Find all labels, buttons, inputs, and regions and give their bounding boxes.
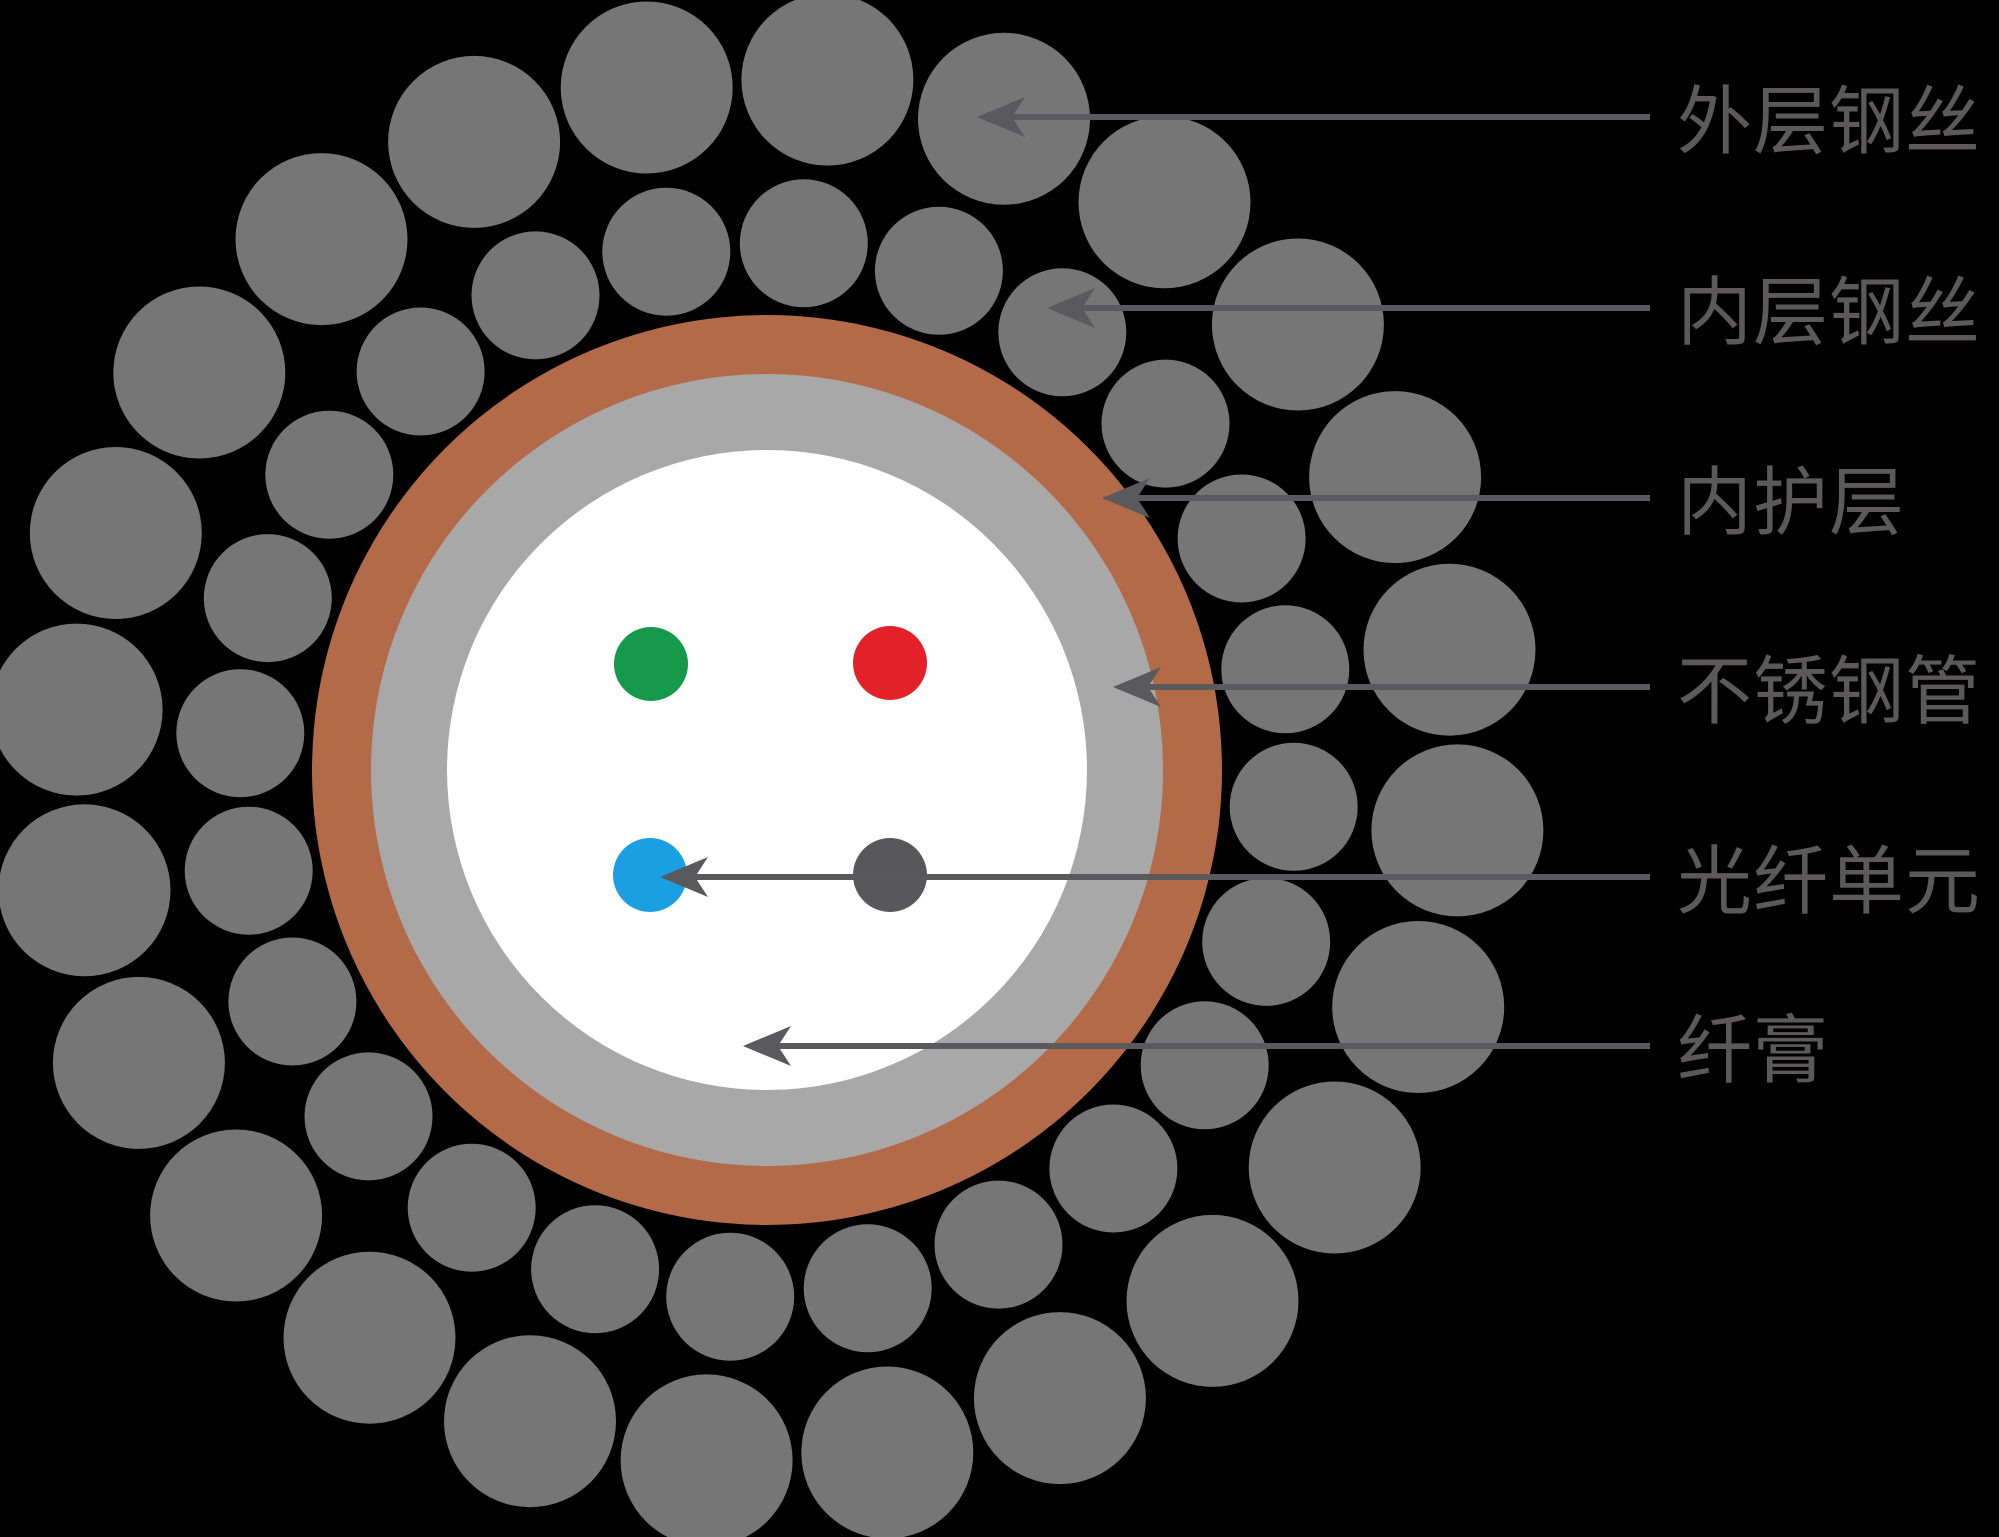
label-stainless-steel-tube: 不锈钢管 <box>1677 649 1982 734</box>
label-inner-steel-wire: 内层钢丝 <box>1677 270 1982 355</box>
label-inner-sheath: 内护层 <box>1677 460 1906 545</box>
inner-steel-wire <box>203 534 332 663</box>
inner-steel-wire <box>803 1224 932 1353</box>
fiber-paste-area <box>447 450 1087 1090</box>
inner-steel-wire <box>1101 359 1230 488</box>
label-fiber-paste: 纤膏 <box>1677 1008 1830 1093</box>
inner-steel-wire <box>265 410 394 539</box>
outer-steel-wire <box>235 153 408 326</box>
inner-steel-wire <box>934 1180 1063 1309</box>
inner-steel-wire <box>1049 1104 1178 1233</box>
inner-steel-wire <box>998 268 1127 397</box>
inner-steel-wire <box>176 669 305 798</box>
arrow-head-icon <box>1047 288 1095 328</box>
fiber-unit-green <box>614 627 688 701</box>
inner-steel-wire-layer <box>176 179 1358 1361</box>
outer-steel-wire <box>973 1312 1146 1485</box>
outer-steel-wire <box>29 447 202 619</box>
inner-steel-wire <box>304 1052 433 1181</box>
outer-steel-wire <box>1371 744 1544 917</box>
fiber-unit-red <box>853 626 927 700</box>
outer-steel-wire <box>1211 238 1384 411</box>
inner-steel-wire <box>1229 742 1358 871</box>
inner-steel-wire <box>1202 877 1331 1006</box>
inner-steel-wire <box>666 1232 795 1361</box>
inner-steel-wire <box>228 937 357 1066</box>
annotation-1 <box>1047 288 1650 328</box>
outer-steel-wire <box>620 1374 793 1537</box>
outer-steel-wire <box>113 286 286 459</box>
inner-steel-wire <box>356 307 485 436</box>
annotation-3 <box>1113 667 1650 707</box>
inner-steel-wire <box>602 187 731 316</box>
inner-steel-wire <box>531 1205 660 1334</box>
inner-steel-wire <box>471 231 600 360</box>
outer-steel-wire <box>0 623 163 796</box>
outer-steel-wire <box>1332 921 1505 1093</box>
inner-steel-wire <box>184 806 313 935</box>
inner-steel-wire <box>407 1143 536 1272</box>
annotation-4 <box>660 857 1650 897</box>
arrow-head-icon <box>1113 667 1161 707</box>
annotation-0 <box>977 97 1650 137</box>
outer-steel-wire <box>741 0 914 166</box>
outer-steel-wire <box>388 55 561 228</box>
outer-steel-wire <box>0 804 171 977</box>
arrow-head-icon <box>1102 478 1150 518</box>
outer-steel-wire-layer <box>0 0 1544 1537</box>
outer-steel-wire <box>1126 1214 1299 1387</box>
outer-steel-wire <box>444 1335 616 1508</box>
inner-steel-wire <box>1177 474 1306 603</box>
inner-steel-wire <box>874 206 1003 335</box>
inner-steel-wire <box>739 179 868 308</box>
arrow-head-icon <box>743 1026 791 1066</box>
outer-steel-wire <box>1363 563 1536 736</box>
outer-steel-wire <box>1078 116 1251 289</box>
outer-steel-wire <box>283 1251 456 1424</box>
label-optical-fiber-unit: 光纤单元 <box>1677 839 1982 924</box>
annotation-5 <box>743 1026 1650 1066</box>
arrow-head-icon <box>660 857 708 897</box>
inner-steel-wire <box>1221 605 1350 734</box>
arrow-head-icon <box>977 97 1025 137</box>
outer-steel-wire <box>1248 1081 1421 1254</box>
outer-steel-wire <box>52 976 225 1149</box>
fiber-unit-blue <box>613 838 687 912</box>
outer-steel-wire <box>560 1 733 174</box>
inner-steel-wire <box>1140 1001 1269 1130</box>
outer-steel-wire <box>801 1366 974 1537</box>
outer-steel-wire <box>1309 391 1482 564</box>
annotation-2 <box>1102 478 1650 518</box>
outer-steel-wire <box>150 1129 323 1302</box>
label-outer-steel-wire: 外层钢丝 <box>1677 79 1982 164</box>
